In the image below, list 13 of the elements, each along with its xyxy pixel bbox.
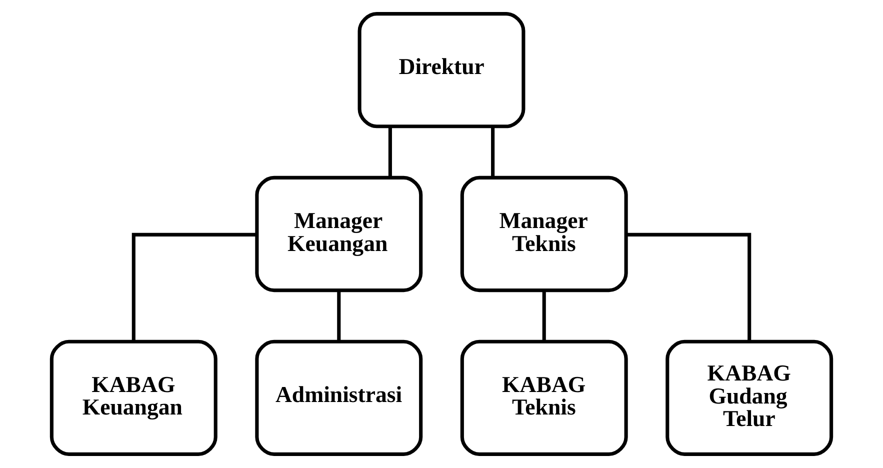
node-box: Administrasi	[255, 340, 423, 456]
node-box: KABAG Keuangan	[50, 340, 218, 456]
connector	[626, 232, 752, 342]
node-box: KABAG Gudang Telur	[666, 340, 834, 456]
node-box: Direktur	[358, 12, 526, 128]
connector	[491, 126, 495, 178]
connector	[337, 290, 341, 342]
connector	[542, 290, 546, 342]
node-box: Manager Teknis	[460, 176, 628, 292]
connector	[132, 232, 257, 342]
connector	[388, 126, 392, 178]
node-box: Manager Keuangan	[255, 176, 423, 292]
node-box: KABAG Teknis	[460, 340, 628, 456]
